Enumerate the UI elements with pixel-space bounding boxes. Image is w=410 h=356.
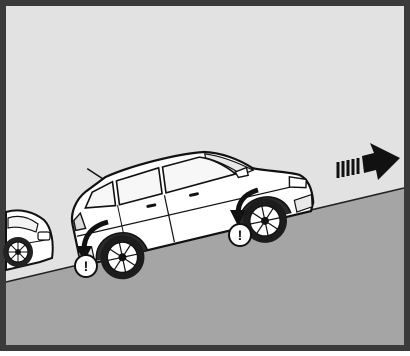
- warning-symbol: !: [238, 227, 243, 243]
- warning-icon: !: [229, 224, 251, 246]
- warning-icon: !: [75, 255, 97, 277]
- warning-symbol: !: [84, 258, 89, 274]
